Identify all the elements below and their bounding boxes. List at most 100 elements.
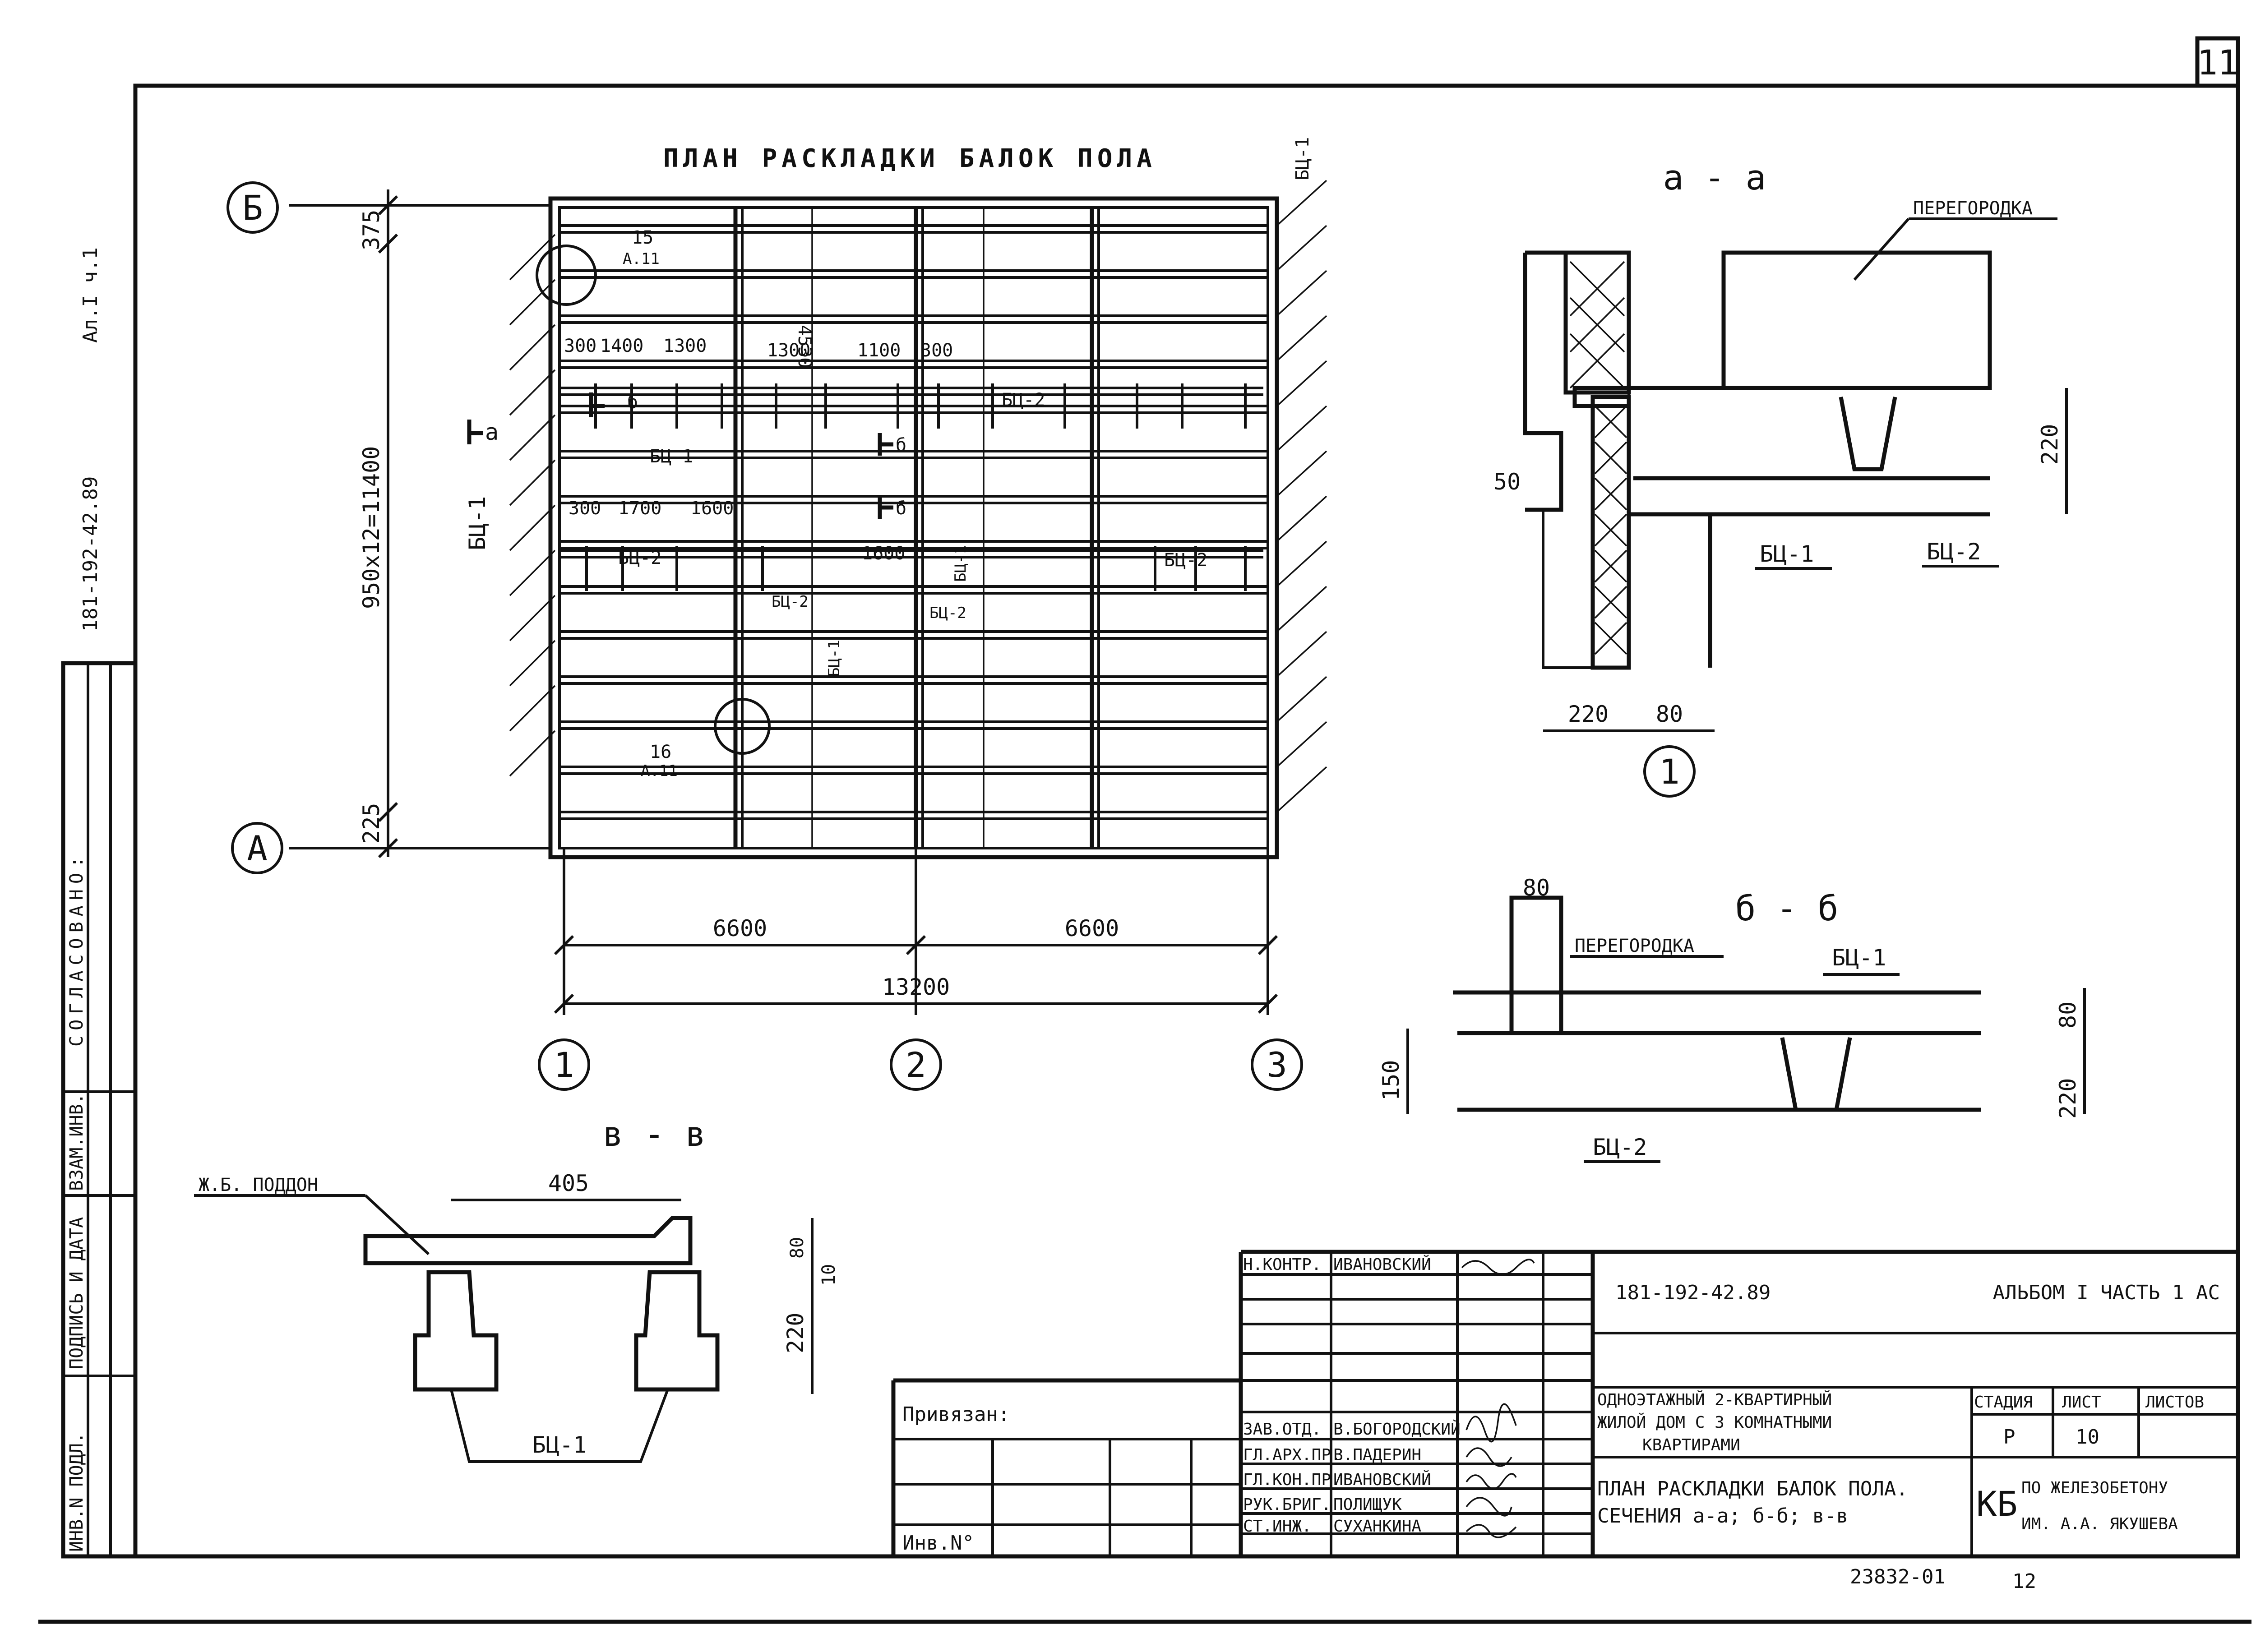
label-bc1-vert-b: БЦ-1: [952, 545, 970, 582]
soglasovano: СОГЛАСОВАНО:: [66, 851, 87, 1047]
dim-300-a: 300: [564, 336, 596, 356]
staff-role-1: ЗАВ.ОТД.: [1243, 1420, 1321, 1439]
label-bc2-mid-a: БЦ-2: [772, 593, 809, 611]
staff-role-5: СТ.ИНЖ.: [1243, 1517, 1312, 1536]
section-bb: б - б ПЕРЕГОРОДКА 80 80 150 220 БЦ-1 БЦ-…: [1378, 875, 2086, 1163]
dim-1600-b: 1600: [862, 543, 905, 564]
stamp-inv-podl: ИНВ.N ПОДЛ.: [66, 1432, 87, 1552]
stage-header: СТАДИЯ: [1974, 1393, 2033, 1412]
sheet-number: 11: [2197, 42, 2238, 83]
project-line-2: ЖИЛОЙ ДОМ С 3 КОМНАТНЫМИ: [1597, 1413, 1832, 1432]
callout-16-num: 16: [650, 742, 671, 762]
label-bc1-mid: БЦ-1: [650, 446, 693, 467]
section-aa-dim-50: 50: [1493, 469, 1521, 495]
stamp-podpis-data: ПОДПИСЬ И ДАТА: [66, 1217, 87, 1369]
section-vv-bc1: БЦ-1: [532, 1432, 587, 1458]
callout-15-num: 15: [632, 227, 653, 248]
section-vv-dim-80: 80: [787, 1237, 808, 1259]
section-aa-title: а - а: [1663, 157, 1766, 198]
label-bc1-vert-a: БЦ-1: [825, 640, 843, 677]
dim-225: 225: [358, 803, 384, 844]
section-aa-bc2: БЦ-2: [1927, 539, 1981, 565]
axis-1: 1: [554, 1045, 574, 1085]
dim-375: 375: [358, 210, 384, 250]
section-bb-dim-80-right: 80: [2055, 1001, 2081, 1029]
dim-950x12: 950x12=11400: [358, 446, 384, 609]
label-bc2-r2-right: БЦ-2: [1164, 550, 1207, 571]
section-bb-partition: ПЕРЕГОРОДКА: [1575, 936, 1694, 956]
axis-B: Б: [242, 188, 263, 228]
signatures: [1461, 1259, 1535, 1538]
axis-2: 2: [906, 1045, 926, 1085]
label-bc1-left: БЦ-1: [464, 496, 490, 550]
section-bb-bc2: БЦ-2: [1593, 1134, 1647, 1160]
plan-dims-left: 375 950x12=11400 225: [358, 189, 398, 858]
staff-role-2: ГЛ.АРХ.ПР.: [1243, 1446, 1341, 1464]
plan-callouts: 15 А.11 16 А.11: [536, 227, 771, 780]
floor-beam-plan: ПЛАН РАСКЛАДКИ БАЛОК ПОЛА Б: [227, 137, 1327, 1091]
axis-markers: Б А 1 2 3: [227, 181, 1303, 1091]
section-aa-axis: 1: [1659, 752, 1680, 792]
section-vv-tray: Ж.Б. ПОДДОН: [199, 1175, 318, 1195]
album-info: АЛЬБОМ I ЧАСТЬ 1 АС: [1993, 1281, 2220, 1304]
dim-1100: 1100: [857, 340, 901, 361]
dim-1300-b: 1300: [767, 340, 810, 361]
sheet-title-line-1: ПЛАН РАСКЛАДКИ БАЛОК ПОЛА.: [1597, 1477, 1908, 1500]
beam-rows: [559, 224, 1268, 820]
axis-A: А: [247, 828, 268, 868]
org-logo: КБ: [1976, 1484, 2018, 1524]
callout-16-sheet: А.11: [641, 762, 678, 780]
section-mark-b1: б: [627, 392, 638, 413]
plan-section-marks: а б б б: [467, 392, 906, 519]
label-bc2-mid-b: БЦ-2: [929, 604, 966, 622]
dim-6600-left: 6600: [713, 915, 767, 941]
section-aa-dim-220b: 220: [1568, 701, 1609, 727]
staff-role-3: ГЛ.КОН.ПР.: [1243, 1471, 1341, 1489]
inv-no-label: Инв.N°: [902, 1532, 974, 1555]
sheet-title-line-2: СЕЧЕНИЯ а-а; б-б; в-в: [1597, 1504, 1848, 1527]
label-bc2-r1: БЦ-2: [1002, 390, 1045, 411]
footer-number: 23832-01: [1850, 1565, 1946, 1588]
dim-300-b: 300: [920, 340, 953, 361]
plan-beam-labels: БЦ-1 БЦ-1 БЦ-1 БЦ-1 БЦ-1 БЦ-2 БЦ-2 БЦ-2 …: [464, 137, 1313, 677]
privyazan-label: Привязан:: [902, 1403, 1010, 1426]
section-bb-title: б - б: [1735, 888, 1839, 928]
section-aa-dim-220: 220: [2037, 424, 2063, 465]
staff-role-4: РУК.БРИГ.: [1243, 1495, 1331, 1514]
footer-page: 12: [2012, 1570, 2036, 1593]
callout-15-sheet: А.11: [623, 250, 660, 268]
dim-1600-a: 1600: [690, 498, 734, 519]
section-vv-dim-10: 10: [818, 1264, 839, 1286]
dim-13200: 13200: [882, 974, 950, 1000]
dim-300-c: 300: [569, 498, 601, 519]
dim-1300-a: 1300: [663, 336, 707, 356]
section-aa-dim-80: 80: [1656, 701, 1683, 727]
staff-name-3: ИВАНОВСКИЙ: [1333, 1470, 1431, 1489]
stage-value: Р: [2003, 1426, 2016, 1449]
side-stamp: ВЗАМ.ИНВ. ПОДПИСЬ И ДАТА ИНВ.N ПОДЛ. СОГ…: [61, 247, 138, 1559]
plan-dims-bottom: 6600 6600 13200: [554, 915, 1278, 1014]
title-block: Привязан: Инв.N° Н.КОНТР. ИВАНОВСКИЙ ЗАВ…: [891, 1250, 2238, 1556]
doc-code: 181-192-42.89: [1615, 1281, 1771, 1304]
section-bb-dim-80-top: 80: [1523, 875, 1550, 901]
staff-name-4: ПОЛИЩУК: [1333, 1495, 1402, 1514]
plan-title: ПЛАН РАСКЛАДКИ БАЛОК ПОЛА: [663, 144, 1156, 173]
sheets-header: ЛИСТОВ: [2145, 1393, 2204, 1412]
section-bb-dim-220: 220: [2055, 1078, 2081, 1119]
staff-name-5: СУХАНКИНА: [1333, 1517, 1421, 1536]
org-line-2: ИМ. А.А. ЯКУШЕВА: [2021, 1515, 2178, 1533]
section-vv: в - в Ж.Б. ПОДДОН 405 80 10 220 БЦ-1: [194, 1114, 839, 1463]
section-mark-b3: б: [896, 498, 906, 519]
section-vv-dim-220: 220: [782, 1313, 809, 1353]
dim-1700: 1700: [618, 498, 661, 519]
axis-3: 3: [1267, 1045, 1287, 1085]
label-bc1-top: БЦ-1: [1292, 137, 1313, 180]
staff-name-2: В.ПАДЕРИН: [1333, 1446, 1421, 1464]
stamp-vzam-inv: ВЗАМ.ИНВ.: [66, 1093, 87, 1191]
section-aa-partition: ПЕРЕГОРОДКА: [1913, 198, 2033, 219]
vertical-doc-code: 181-192-42.89: [79, 476, 102, 632]
section-bb-bc1: БЦ-1: [1832, 945, 1886, 971]
dim-1400: 1400: [600, 336, 643, 356]
dim-4530: 4530: [794, 325, 815, 368]
